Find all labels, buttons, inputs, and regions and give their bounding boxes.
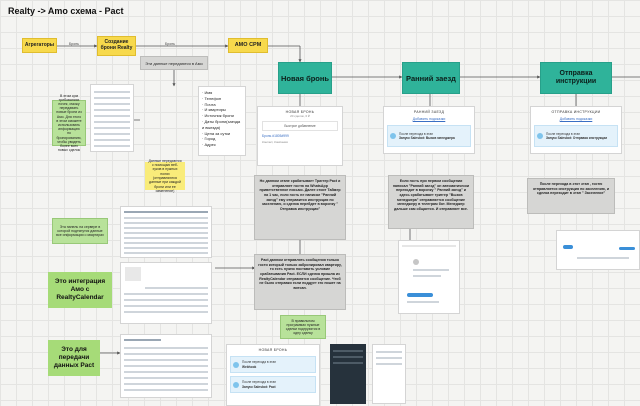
integration-logo — [125, 267, 141, 281]
edge-label-bron-2: Бронь — [165, 42, 175, 46]
node-amo-crm[interactable]: AMO CPM — [228, 38, 268, 53]
card-early-checkin[interactable]: РАННИЙ ЗАЕЗД Добавить подсказки После пе… — [383, 106, 475, 154]
field-item: Телефон — [202, 96, 242, 102]
field-item: Источник брони — [202, 113, 242, 119]
card-instr-header: ОТПРАВКА ИНСТРУКЦИИ — [551, 110, 601, 114]
fields-list: ИмяТелефонПочтаИ квартирыИсточник брониД… — [202, 90, 242, 148]
deal-id-link[interactable]: Бронь #1805#999 — [262, 134, 289, 138]
pact-dark-screenshot[interactable] — [330, 344, 366, 404]
webhook-icon — [233, 361, 239, 368]
desc-instr[interactable]: После перехода в этот этап , гостю отпра… — [527, 178, 615, 214]
field-item: Почта — [202, 102, 242, 108]
mini-card-n1b: После перехода в этап — [242, 380, 276, 385]
field-item: Цена за сутки — [202, 131, 242, 137]
card-new-booking-header: НОВАЯ БРОНЬ — [285, 110, 315, 114]
node-create-booking[interactable]: Создание брони Realty — [97, 36, 136, 56]
card-early-n2: Запуск Salesbot: Вызов менеджера — [399, 136, 455, 140]
transfer-note[interactable]: Эти данные передаются в Амо — [140, 56, 208, 70]
blue-marker — [619, 247, 635, 250]
field-item: Адрес — [202, 142, 242, 148]
webhook-note[interactable]: Данные передаются с помощью веб-хуков в … — [145, 159, 185, 193]
card-instr-n1: После перехода в этап — [546, 131, 580, 136]
bot-icon — [390, 133, 396, 139]
card-instr-add-link[interactable]: Добавить подсказки — [559, 117, 593, 121]
right-screenshot[interactable] — [556, 230, 640, 270]
integration-screenshot[interactable] — [120, 262, 212, 324]
bot-icon — [537, 133, 543, 139]
deal-contact: Контакт, Компания — [262, 140, 288, 144]
card-new-booking-sub: 20 сделок, 0 ₽ — [290, 114, 310, 118]
mini-card-n1: После перехода в этап — [242, 360, 276, 365]
crm-screenshot-thumb[interactable] — [90, 84, 134, 152]
left-info-note[interactable]: В этом срм требованиях почек, сможу пере… — [52, 94, 86, 152]
card-new-booking[interactable]: НОВАЯ БРОНЬ 20 сделок, 0 ₽ Быстрое добав… — [257, 106, 343, 166]
pact-settings-screenshot[interactable] — [372, 344, 406, 404]
bot-icon — [233, 381, 239, 388]
telegram-screenshot[interactable] — [398, 240, 460, 314]
stage-new-booking[interactable]: Новая бронь — [278, 62, 332, 94]
mid-note[interactable]: В правильном программах нужные сделки по… — [280, 315, 326, 339]
card-early-n1: После перехода в этап — [399, 131, 433, 136]
desc-pact[interactable]: Pact данном отправлять сообщения только … — [254, 254, 346, 310]
board-title: Realty -> Amo схема - Pact — [8, 6, 124, 16]
desc-new-booking[interactable]: Но данном этапе срабатывает Триггер Pact… — [254, 175, 346, 240]
edge-label-bron-1: Бронь — [69, 42, 79, 46]
node-aggregators[interactable]: Агрегаторы — [22, 38, 57, 53]
mini-card-n2: Webhook — [242, 364, 257, 369]
field-item: Город — [202, 136, 242, 142]
mini-card-n3: Запуск Salesbot: Pact — [242, 384, 276, 389]
stage-send-instructions[interactable]: Отправка инструкции — [540, 62, 612, 94]
stage-early-checkin[interactable]: Ранний заезд — [402, 62, 460, 94]
label-integration[interactable]: Это интеграция Амо с RealtyCalendar — [48, 272, 112, 308]
mini-card-header: НОВАЯ БРОНЬ — [258, 348, 288, 352]
quick-add-button[interactable]: Быстрое добавление — [262, 121, 338, 131]
field-item: И квартиры — [202, 107, 242, 113]
panel-note[interactable]: Эта панель на сервере в которой подтянут… — [52, 218, 108, 244]
avatar-icon — [413, 259, 419, 265]
webhooks-screenshot[interactable] — [120, 334, 212, 398]
label-pact-transfer[interactable]: Это для передачи данных Pact — [48, 340, 100, 376]
field-item: Даты брони(заезда и выезда) — [202, 119, 242, 131]
card-early-header: РАННИЙ ЗАЕЗД — [413, 110, 445, 114]
card-instructions[interactable]: ОТПРАВКА ИНСТРУКЦИИ Добавить подсказки П… — [530, 106, 622, 154]
blue-marker — [563, 245, 573, 249]
fields-list-box[interactable]: ИмяТелефонПочтаИ квартирыИсточник брониД… — [198, 86, 246, 156]
card-instr-n2: Запуск Salesbot: Отправка инструкции — [546, 136, 608, 140]
card-early-add-link[interactable]: Добавить подсказки — [412, 117, 446, 121]
server-panel-screenshot[interactable] — [120, 206, 212, 258]
desc-early[interactable]: Если гость при первом сообщении написал … — [388, 175, 474, 229]
message-bubble — [407, 293, 433, 297]
field-item: Имя — [202, 90, 242, 96]
